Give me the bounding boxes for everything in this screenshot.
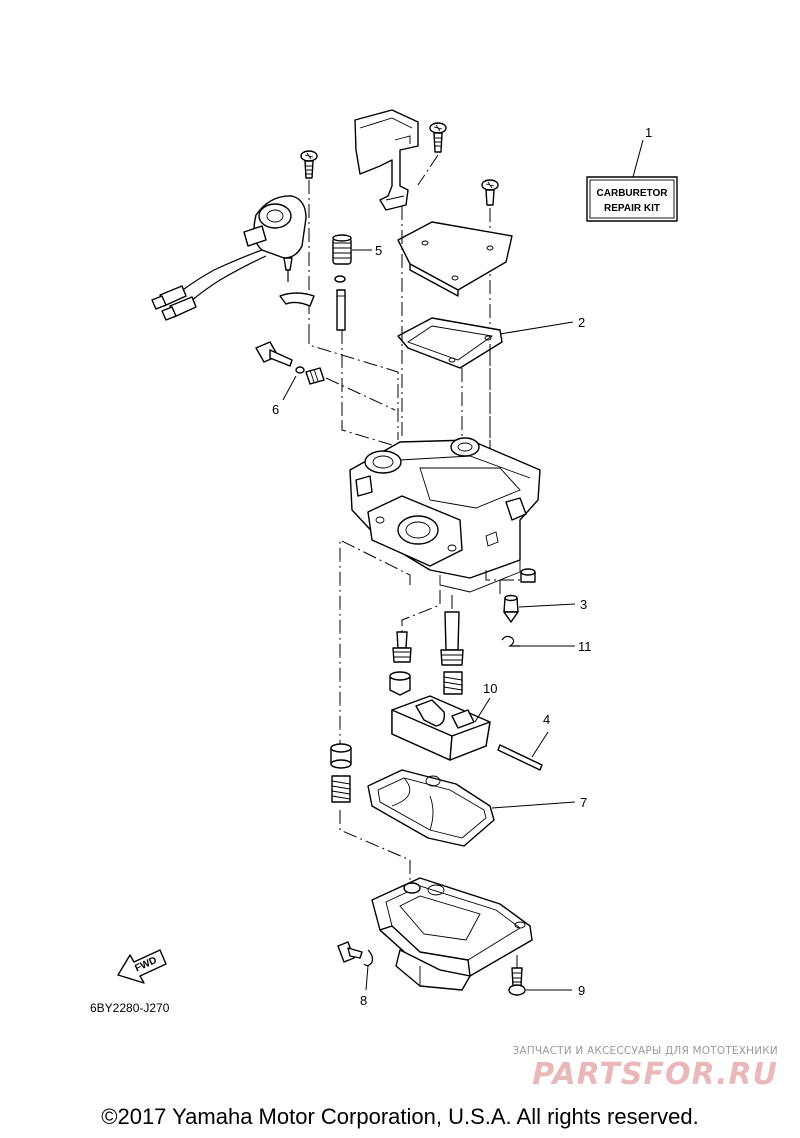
float-part-10 (391, 695, 491, 761)
callout-9-number: 9 (578, 983, 585, 998)
callout-9: 9 (526, 983, 585, 998)
kit-label-line2: REPAIR KIT (604, 203, 660, 214)
main-jet (392, 631, 412, 663)
callout-8-number: 8 (360, 993, 367, 1008)
callout-7-number: 7 (580, 795, 587, 810)
plug-cap (330, 743, 352, 769)
callout-1: 1 (632, 125, 652, 178)
callout-10: 10 (474, 681, 497, 723)
callout-11: 11 (520, 639, 592, 654)
assembly-lines-lower (339, 539, 528, 880)
callout-11-number: 11 (578, 639, 592, 654)
callout-4: 4 (531, 712, 550, 758)
float-pin-part-4 (497, 744, 543, 771)
callout-3-number: 3 (580, 597, 587, 612)
fwd-arrow: FWD (117, 949, 167, 984)
main-jet-cap (389, 671, 411, 696)
carburetor-body (349, 437, 541, 593)
main-nozzle (440, 611, 464, 666)
float-chamber-top-cover (397, 221, 513, 297)
carburetor-repair-kit-box: CARBURETOR REPAIR KIT (586, 176, 678, 222)
nozzle-spring (443, 671, 463, 695)
needle-valve-part-3 (503, 594, 519, 623)
cover-gasket-part-2 (397, 317, 503, 369)
chamber-screw-part-9 (508, 955, 526, 996)
callout-5-number: 5 (375, 243, 382, 258)
kit-label-line1: CARBURETOR (597, 188, 669, 199)
throttle-position-sensor (151, 195, 315, 321)
float-chamber-gasket-part-7 (367, 769, 495, 847)
callout-2: 2 (499, 315, 585, 335)
watermark-tagline: ЗАПЧАСТИ И АКСЕССУАРЫ ДЛЯ МОТОТЕХНИКИ (512, 1045, 778, 1057)
callout-6: 6 (272, 375, 297, 417)
diagram-code: 6BY2280-J270 (90, 1001, 170, 1015)
copyright-notice: ©2017 Yamaha Motor Corporation, U.S.A. A… (101, 1104, 698, 1129)
throttle-sensor-screw (300, 150, 318, 330)
plug-spring (331, 775, 351, 803)
choke-bracket (354, 109, 419, 211)
callout-3: 3 (518, 597, 587, 612)
callout-7: 7 (491, 795, 587, 810)
callout-1-number: 1 (645, 125, 652, 140)
pilot-jet-part-5 (332, 234, 352, 420)
float-chamber (371, 877, 533, 991)
pilot-screw-part-6 (255, 341, 325, 385)
drain-plug-top (520, 568, 536, 583)
callout-10-number: 10 (483, 681, 497, 696)
drain-screw-part-8 (337, 941, 374, 967)
partsfor-watermark: ЗАПЧАСТИ И АКСЕССУАРЫ ДЛЯ МОТОТЕХНИКИ PA… (512, 1045, 778, 1092)
callout-6-number: 6 (272, 402, 279, 417)
callout-8: 8 (360, 965, 369, 1008)
bracket-screw (417, 122, 447, 186)
callout-5: 5 (352, 243, 382, 258)
callout-4-number: 4 (543, 712, 550, 727)
needle-clip-part-11 (501, 635, 520, 647)
watermark-brand: PARTSFOR.RU (532, 1057, 778, 1092)
callout-2-number: 2 (578, 315, 585, 330)
